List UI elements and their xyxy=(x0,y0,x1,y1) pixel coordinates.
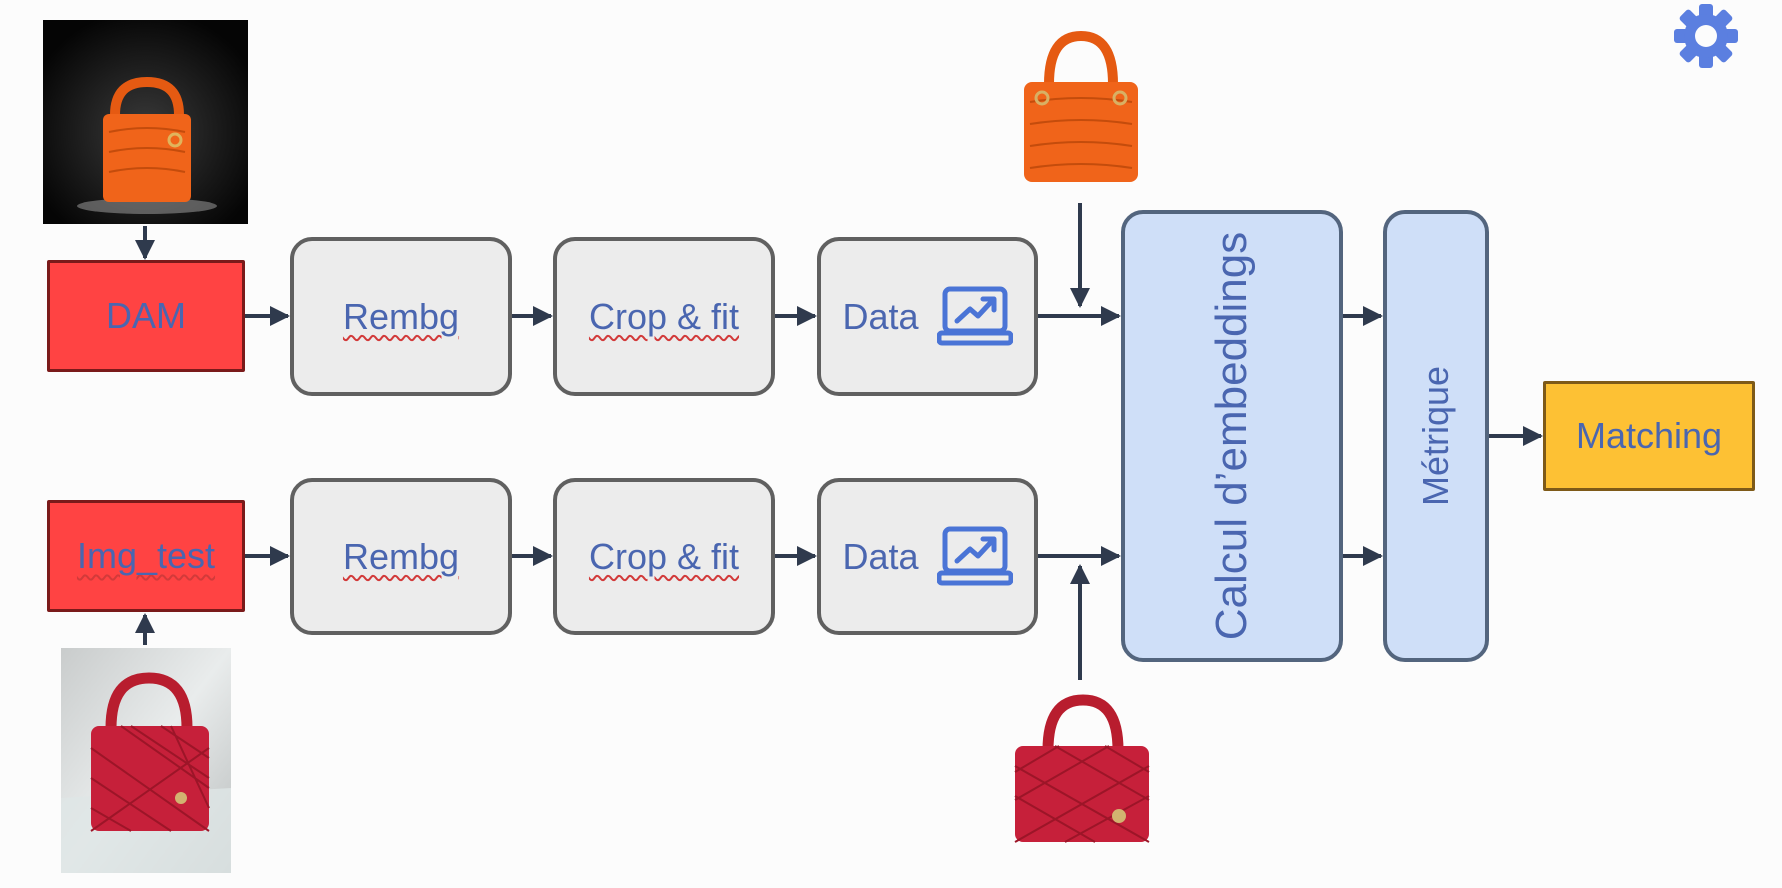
crop-fit-step-top: Crop & fit xyxy=(553,237,775,396)
img-test-source-label: Img_test xyxy=(76,535,216,576)
embeddings-box: Calcul d’embeddings xyxy=(1121,210,1343,662)
gear-icon xyxy=(1674,4,1738,68)
img-test-source-box: Img_test xyxy=(47,500,245,612)
rembg-step-bottom: Rembg xyxy=(290,478,512,635)
laptop-chart-icon xyxy=(936,286,1013,345)
metric-label: Métrique xyxy=(1415,365,1456,507)
matching-label: Matching xyxy=(1575,415,1723,456)
data-step-bottom: Data xyxy=(817,478,1038,635)
crop-fit-step-top-label: Crop & fit xyxy=(588,295,740,337)
dam-source-box: DAM xyxy=(47,260,245,372)
data-step-bottom-label: Data xyxy=(842,535,919,577)
bottom-reference-bag xyxy=(1014,694,1150,843)
data-step-top: Data xyxy=(817,237,1038,396)
dam-source-label: DAM xyxy=(106,295,186,336)
rembg-step-bottom-label: Rembg xyxy=(342,535,460,577)
embeddings-label: Calcul d’embeddings xyxy=(1207,232,1257,640)
data-step-top-label: Data xyxy=(842,295,919,337)
rembg-step-top-label: Rembg xyxy=(342,295,460,337)
top-reference-bag xyxy=(1024,30,1138,182)
metric-box: Métrique xyxy=(1383,210,1489,662)
crop-fit-step-bottom: Crop & fit xyxy=(553,478,775,635)
rembg-step-top: Rembg xyxy=(290,237,512,396)
test-bag-photo xyxy=(61,648,231,873)
matching-box: Matching xyxy=(1543,381,1755,491)
embeddings-text: Calcul d’embeddings xyxy=(1207,231,1256,641)
crop-fit-step-bottom-label: Crop & fit xyxy=(588,535,740,577)
laptop-chart-icon xyxy=(936,526,1013,585)
dam-bag-photo xyxy=(43,20,248,224)
